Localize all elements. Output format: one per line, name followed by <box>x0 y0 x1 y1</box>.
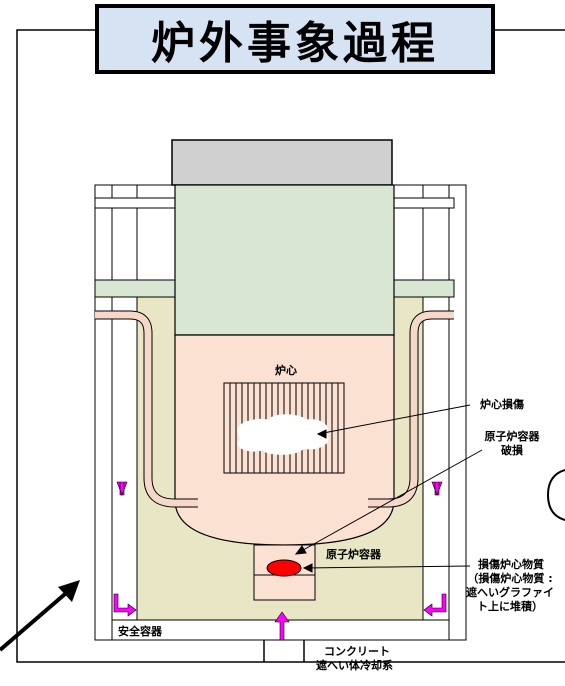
up-arrow-left <box>116 481 128 496</box>
up-arrow-right <box>431 481 443 496</box>
label-vessel-failure: 原子炉容器 破損 <box>474 430 550 458</box>
partial-circle <box>546 469 565 521</box>
label-damaged-core-material: 損傷炉心物質 <box>478 558 544 571</box>
label-concrete-cooling: コンクリート 遮へい体冷却系 <box>316 645 393 673</box>
label-vessel-failure-line2: 破損 <box>501 444 523 457</box>
label-debris-note-line2: 遮へいグラファイ <box>466 586 554 599</box>
core-block <box>223 382 345 474</box>
label-reactor-vessel: 原子炉容器 <box>326 548 381 561</box>
page-title: 炉外事象過程 <box>151 18 439 69</box>
green-band-pipes <box>94 279 455 298</box>
label-vessel-failure-line1: 原子炉容器 <box>484 430 540 443</box>
leader-lines <box>294 404 483 573</box>
label-concrete-line1: コンクリート <box>324 645 390 658</box>
up-arrow-bottom <box>274 611 290 641</box>
corner-arrow-right <box>423 593 447 617</box>
label-core-damage: 炉心損傷 <box>480 398 524 411</box>
label-core: 炉心 <box>275 364 297 377</box>
coolant-pipes <box>95 310 454 508</box>
debris-blob <box>266 559 302 577</box>
label-containment: 安全容器 <box>118 625 162 638</box>
label-debris-note-line3: ト上に堆積） <box>477 600 543 613</box>
title-box: 炉外事象過程 <box>95 4 495 74</box>
outer-frame <box>16 29 565 663</box>
core-damage-cloud <box>237 414 329 455</box>
label-debris-note-line1: （損傷炉心物質 : <box>467 572 553 585</box>
corner-arrow-left <box>113 593 137 617</box>
label-debris-note: （損傷炉心物質 : 遮へいグラファイ ト上に堆積） <box>450 572 565 614</box>
top-shield-block <box>171 139 393 186</box>
concrete-cooling-duct <box>263 640 305 662</box>
pointer-arrow <box>0 580 80 652</box>
label-concrete-line2: 遮へい体冷却系 <box>316 659 393 672</box>
coolant-flow-arrows <box>113 481 447 641</box>
